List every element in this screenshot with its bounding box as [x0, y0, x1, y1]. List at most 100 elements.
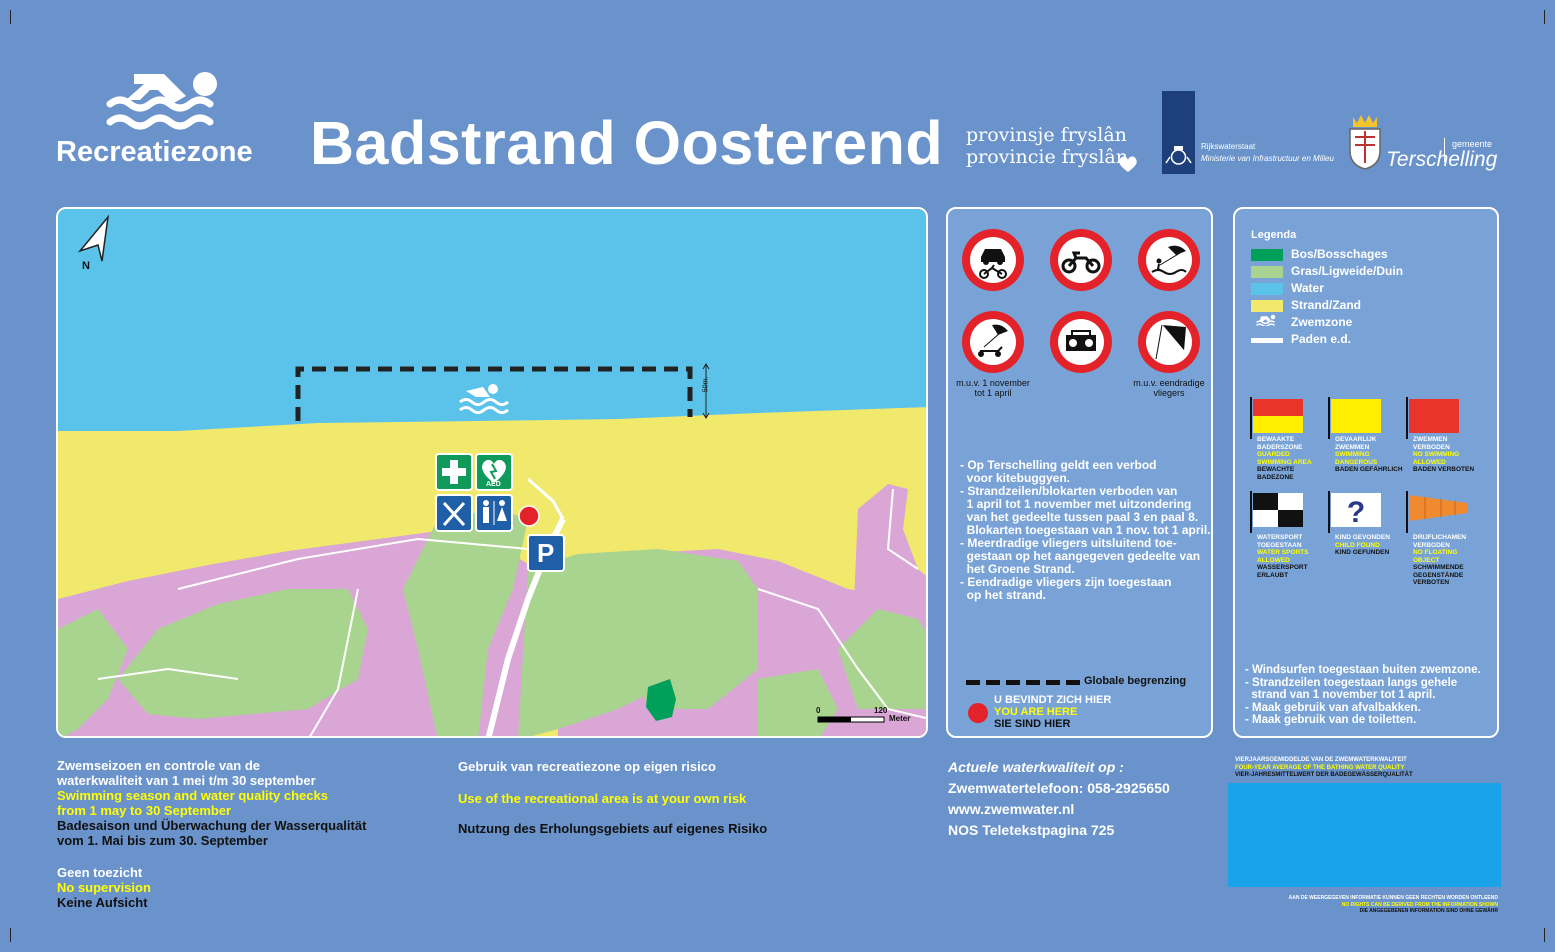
forest-patch — [646, 679, 676, 721]
flag-caption-nl: BEWAAKTE BADERSZONE — [1257, 436, 1303, 451]
flag-caption-en: NO SWIMMING ALLOWED — [1413, 451, 1460, 466]
grass-field-4 — [628, 561, 758, 709]
rws-ministry: Ministerie van Infrastructuur en Milieu — [1201, 154, 1334, 163]
flag-caption-nl: GEVAARLIJK ZWEMMEN — [1335, 436, 1377, 451]
flag-caption-nl: WATERSPORT TOEGESTAAN — [1257, 534, 1303, 549]
boundary-dash-icon — [966, 680, 1084, 685]
no-kite-buggies-icon — [962, 311, 1024, 373]
page-title: Badstrand Oosterend — [310, 109, 944, 177]
terschelling-coat-of-arms-icon — [1349, 115, 1381, 170]
kite-exception: m.u.v. eendradige vliegers — [1133, 378, 1205, 398]
swimmer-logo-icon — [106, 72, 217, 130]
rule-line: voor kitebuggyen. — [960, 471, 1071, 485]
note-line: - Maak gebruik van de toiletten. — [1245, 714, 1417, 726]
legend-panel: Legenda Bos/Bosschages Gras/Ligweide/Dui… — [1233, 207, 1499, 738]
supervision-en: No supervision — [57, 880, 151, 895]
disclaimer-en: NO RIGHTS CAN BE DERIVED FROM THE INFORM… — [1341, 901, 1498, 908]
season-de: vom 1. Mai bis zum 30. September — [57, 833, 268, 848]
grass-swatch — [1251, 266, 1283, 278]
legend-notes: - Windsurfen toegestaan buiten zwemzone.… — [1245, 664, 1497, 727]
rule-line: op het strand. — [960, 588, 1047, 602]
path-swatch — [1251, 338, 1283, 343]
you-are-here-nl: U BEVINDT ZICH HIER — [994, 694, 1112, 706]
flag-caption-nl: ZWEMMEN VERBODEN — [1413, 436, 1450, 451]
rule-line: - Meerdradige vliegers uitsluitend toe- — [960, 536, 1177, 550]
flag-red-yellow-icon — [1250, 397, 1303, 439]
rules-list: - Op Terschelling geldt een verbod voor … — [960, 459, 1212, 602]
beach-path — [527, 477, 565, 520]
risk-de: Nutzung des Erholungsgebiets auf eigenes… — [458, 821, 768, 836]
note-line: - Maak gebruik van afvalbakken. — [1245, 701, 1421, 714]
water-swatch — [1251, 283, 1283, 295]
gemeente-divider — [1444, 138, 1445, 162]
season-nl: waterkwaliteit van 1 mei t/m 30 septembe… — [57, 773, 316, 788]
gemeente-name: Terschelling — [1386, 148, 1498, 171]
flag-caption: GEVAARLIJK ZWEMMEN SWIMMING DANGEROUS BA… — [1335, 436, 1403, 474]
grass-field-2 — [403, 509, 528, 736]
flag-caption-nl: KIND GEVONDEN — [1335, 534, 1390, 541]
flag-caption: BEWAAKTE BADERSZONE GUARDED SWIMMING ARE… — [1257, 436, 1325, 481]
season-de: Badesaison und Überwachung der Wasserqua… — [57, 818, 367, 833]
avg-en: FOUR-YEAR AVERAGE OF THE BATHING WATER Q… — [1235, 764, 1405, 771]
flag-caption: DRIJFLICHAMEN VERBODEN NO FLOATING OBJEC… — [1413, 534, 1481, 587]
boundary-label: Globale begrenzing — [1084, 675, 1187, 687]
royal-crest-icon — [1165, 146, 1192, 165]
rule-line: - Strandzeilen/blokarten verboden van — [960, 484, 1178, 498]
you-are-here-marker — [518, 505, 540, 527]
rijkswaterstaat-logo — [1162, 91, 1195, 174]
season-nl: Zwemseizoen en controle van de — [57, 758, 260, 773]
crop-mark-top-left — [10, 10, 25, 24]
toilet-sign-icon — [475, 494, 513, 532]
crop-mark-bottom-right — [1530, 928, 1545, 942]
scale-end-label: 120 — [874, 706, 888, 715]
swimmer-icon — [1256, 314, 1276, 326]
no-radios-icon — [1050, 311, 1112, 373]
water-quality-website: www.zwemwater.nl — [948, 801, 1075, 817]
parking-sign-icon — [527, 534, 565, 572]
legend-label: Bos/Bosschages — [1291, 247, 1388, 261]
provinsje-name-dutch: provincie fryslân — [966, 146, 1128, 168]
avg-nl: VIERJAARSGEMIDDELDE VAN DE ZWEMWATERKWAL… — [1235, 757, 1407, 763]
flag-caption-en: NO FLOATING OBJECT — [1413, 549, 1458, 564]
water-quality-phone: Zwemwatertelefoon: 058-2925650 — [948, 780, 1170, 796]
you-are-here-en: YOU ARE HERE — [994, 706, 1078, 718]
scale-start-label: 0 — [816, 706, 821, 715]
supervision-de: Keine Aufsicht — [57, 895, 148, 910]
first-aid-sign-icon — [435, 453, 473, 491]
map-drawing — [58, 209, 926, 736]
swimming-zone-boundary — [295, 366, 693, 421]
prohibitions-panel: m.u.v. 1 november tot 1 april m.u.v. een… — [946, 207, 1213, 738]
rule-line: het Groene Strand. — [960, 562, 1075, 576]
flag-caption: ZWEMMEN VERBODEN NO SWIMMING ALLOWED BAD… — [1413, 436, 1481, 474]
flag-caption-en: WATER SPORTS ALLOWED — [1257, 549, 1309, 564]
legend-label: Strand/Zand — [1291, 298, 1362, 312]
risk-nl: Gebruik van recreatiezone op eigen risic… — [458, 759, 716, 774]
parking-label: P — [537, 538, 555, 568]
grass-field-6 — [838, 609, 926, 709]
water-quality-rating-box — [1228, 783, 1501, 887]
north-label: N — [82, 260, 90, 272]
flag-caption-de: KIND GEFUNDEN — [1335, 549, 1390, 556]
note-line: - Windsurfen toegestaan buiten zwemzone. — [1245, 664, 1481, 676]
forest-swatch — [1251, 249, 1283, 261]
side-path-east — [757, 588, 926, 720]
aed-sign-icon — [475, 453, 513, 491]
rws-name: Rijkswaterstaat — [1201, 142, 1256, 151]
season-en: Swimming season and water quality checks — [57, 788, 328, 803]
legend-title: Legenda — [1251, 229, 1297, 241]
sand-swatch — [1251, 300, 1283, 312]
side-path-south — [97, 588, 359, 736]
rule-line: 1 april tot 1 november met uitzondering — [960, 497, 1192, 511]
flag-caption-en: CHILD FOUND — [1335, 541, 1380, 549]
north-arrow-icon — [77, 214, 110, 262]
flag-caption-de: WASSERSPORT ERLAUBT — [1257, 564, 1308, 579]
legend-label: Zwemzone — [1291, 315, 1353, 329]
legend-label: Gras/Ligweide/Duin — [1291, 264, 1404, 278]
no-mopeds-icon — [1050, 229, 1112, 291]
kite-buggy-exception: m.u.v. 1 november tot 1 april — [956, 378, 1030, 398]
note-line: - Strandzeilen toegestaan langs gehele — [1245, 676, 1458, 689]
swim-zone-swimmer-icon — [459, 384, 509, 414]
flag-caption-de: BADEN VERBOTEN — [1413, 466, 1475, 473]
svg-text:?: ? — [1347, 496, 1365, 529]
